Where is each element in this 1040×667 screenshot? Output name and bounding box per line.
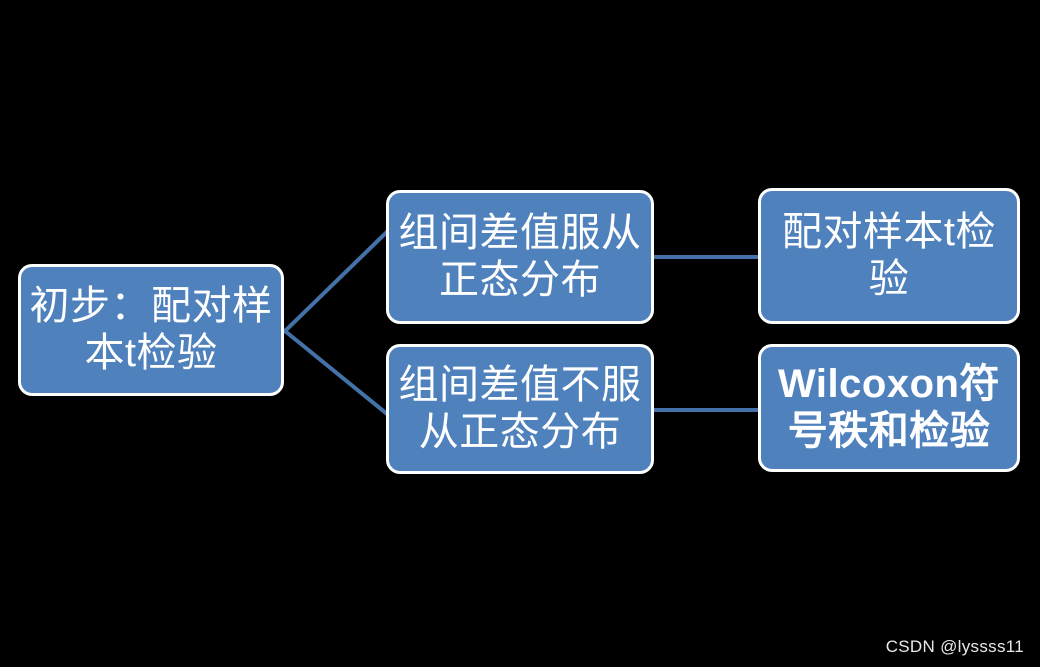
node-paired-sample-t-test[interactable]: 配对样本t检验 bbox=[758, 188, 1020, 324]
node-wilcoxon-signed-rank-test[interactable]: Wilcoxon符号秩和检验 bbox=[758, 344, 1020, 472]
node-label-difference-normal: 组间差值服从正态分布 bbox=[398, 210, 642, 302]
watermark-text: CSDN @lyssss11 bbox=[885, 637, 1024, 656]
connector-root-to-normal bbox=[282, 224, 395, 334]
connector-root-to-not-normal bbox=[282, 328, 395, 421]
node-label-difference-not-normal: 组间差值不服从正态分布 bbox=[398, 362, 642, 454]
node-difference-not-normal[interactable]: 组间差值不服从正态分布 bbox=[386, 344, 654, 474]
node-label-initial-paired-t-test: 初步：配对样本t检验 bbox=[29, 283, 273, 375]
node-initial-paired-t-test[interactable]: 初步：配对样本t检验 bbox=[18, 264, 284, 396]
node-difference-normal[interactable]: 组间差值服从正态分布 bbox=[386, 190, 654, 324]
node-label-paired-sample-t-test: 配对样本t检验 bbox=[781, 209, 997, 301]
node-label-wilcoxon-signed-rank-test: Wilcoxon符号秩和检验 bbox=[778, 361, 1000, 453]
